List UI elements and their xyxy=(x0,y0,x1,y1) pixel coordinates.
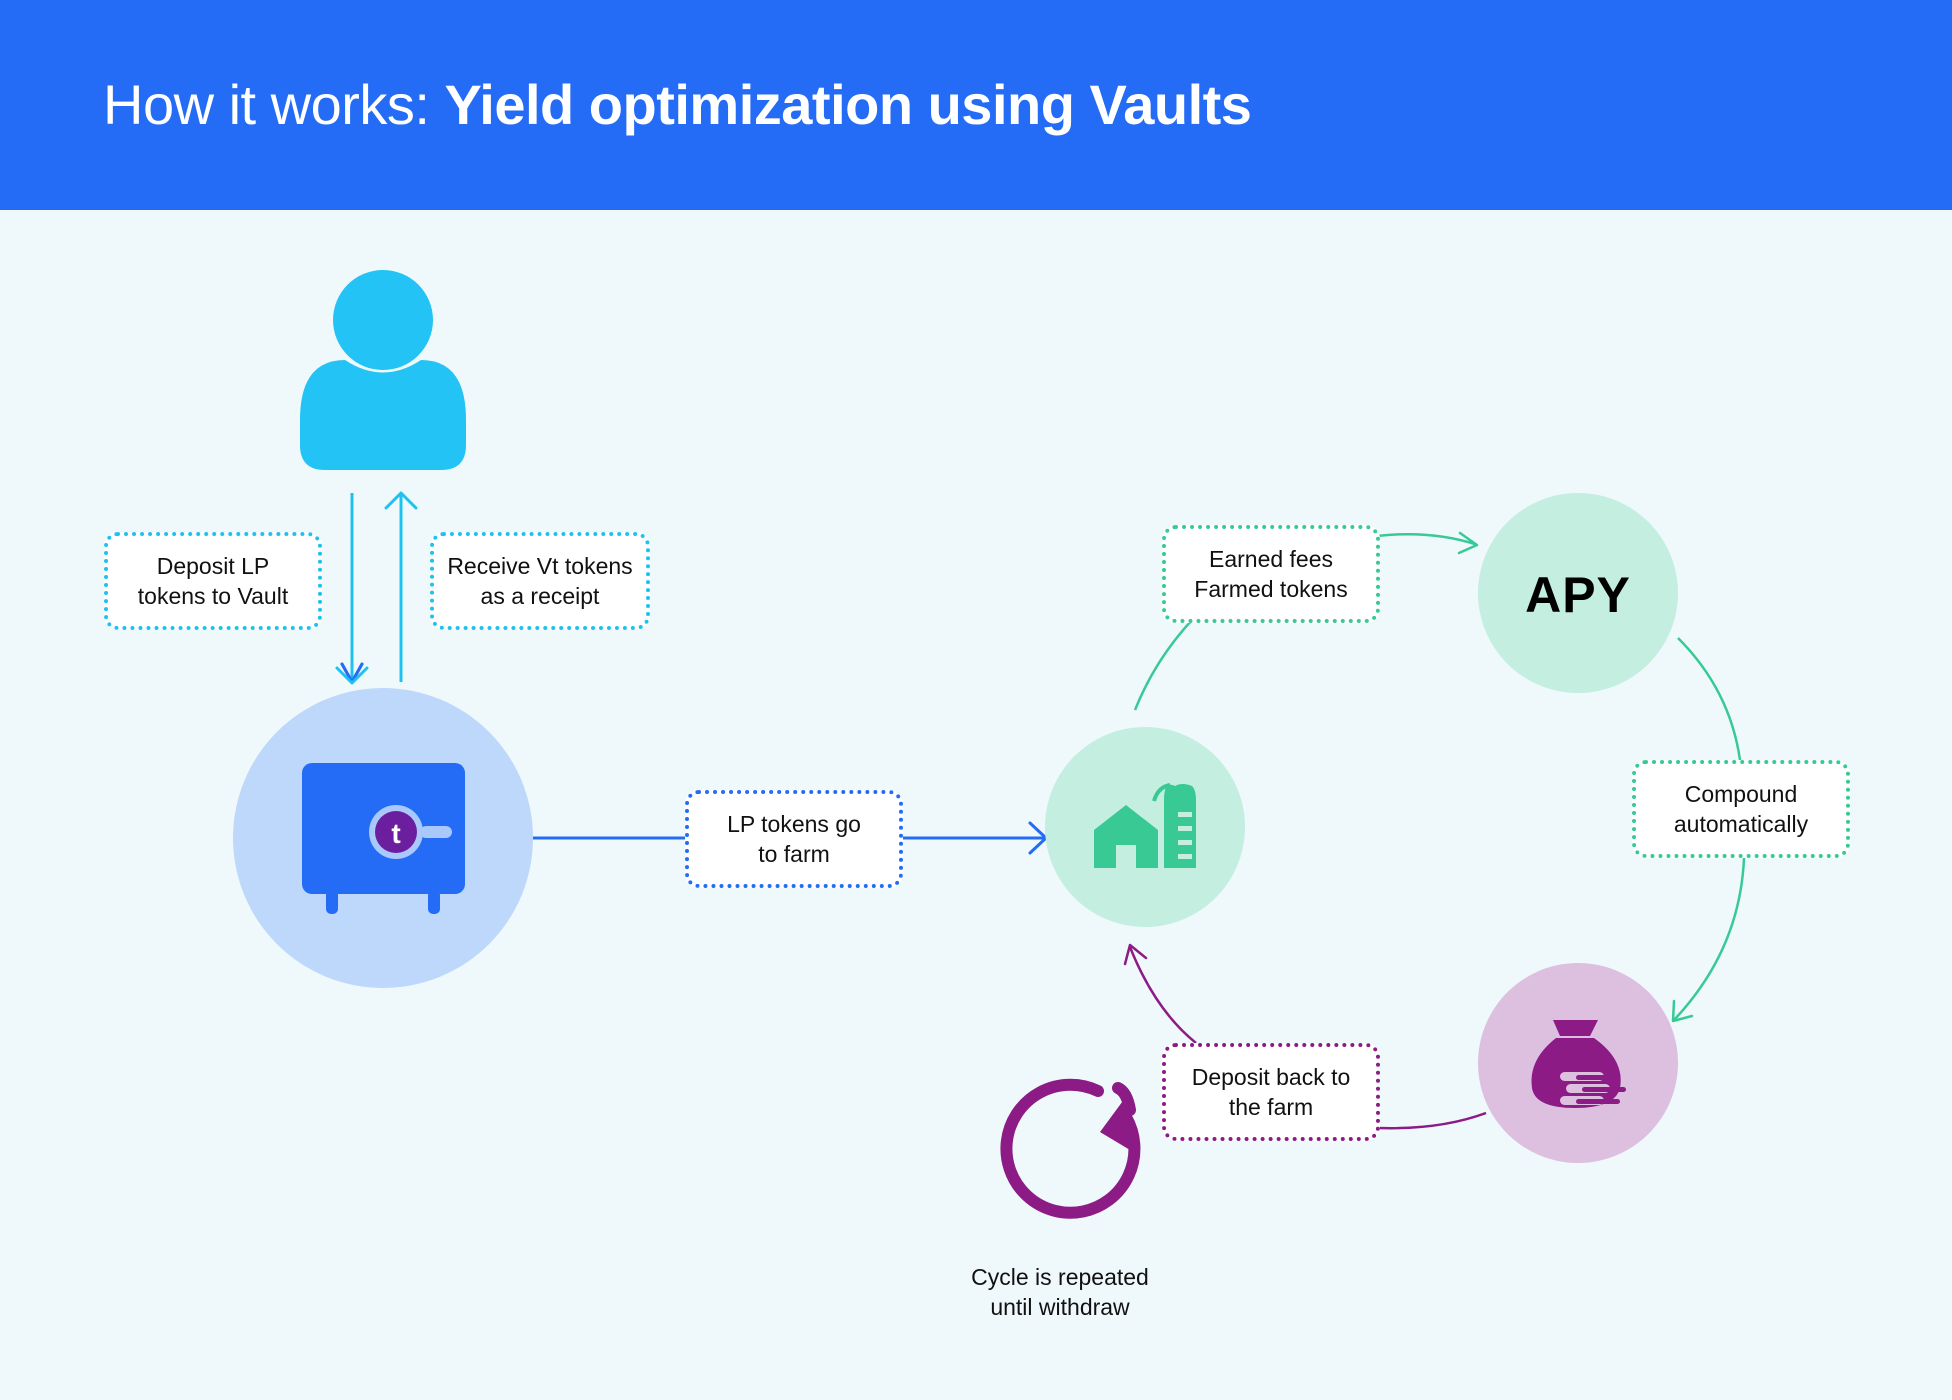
page-title: How it works: Yield optimization using V… xyxy=(103,72,1252,137)
compound-to-bag-connector xyxy=(1673,857,1746,1021)
receive-arrowhead xyxy=(384,491,418,510)
compound-label: Compound automatically xyxy=(1632,760,1850,858)
deposit-back-to-farm-arrowhead xyxy=(1123,943,1148,966)
user-icon xyxy=(300,270,466,470)
apy-node xyxy=(1478,493,1678,693)
deposit-lp-label: Deposit LP tokens to Vault xyxy=(104,532,322,630)
deposit-back-label: Deposit back to the farm xyxy=(1162,1043,1380,1141)
farm-barn-icon xyxy=(1094,783,1196,868)
refresh-cycle-icon xyxy=(1000,1078,1141,1219)
apy-label: APY xyxy=(1525,567,1631,623)
money-bag-icon xyxy=(1531,1020,1626,1108)
earned-to-apy-connector xyxy=(1376,532,1476,546)
receive-vt-label: Receive Vt tokens as a receipt xyxy=(430,532,650,630)
earned-fees-label: Earned fees Farmed tokens xyxy=(1162,525,1380,623)
svg-text:t: t xyxy=(391,818,400,849)
compound-to-bag-arrowhead xyxy=(1671,999,1694,1023)
earned-to-apy-arrowhead xyxy=(1457,531,1479,555)
title-main: Yield optimization using Vaults xyxy=(444,73,1252,136)
lp-to-farm-label: LP tokens go to farm xyxy=(685,790,903,888)
title-prefix: How it works: xyxy=(103,73,430,136)
cycle-caption: Cycle is repeated until withdraw xyxy=(971,1264,1149,1320)
header-banner: How it works: Yield optimization using V… xyxy=(0,0,1952,210)
farm-to-earned-connector xyxy=(1133,619,1193,711)
deposit-back-to-farm-connector xyxy=(1128,946,1197,1044)
apy-to-compound-connector xyxy=(1677,637,1742,761)
bag-to-deposit-back-connector xyxy=(1377,1111,1487,1130)
vault-safe-icon: t xyxy=(302,763,465,914)
deposit-arrowhead xyxy=(335,666,369,685)
